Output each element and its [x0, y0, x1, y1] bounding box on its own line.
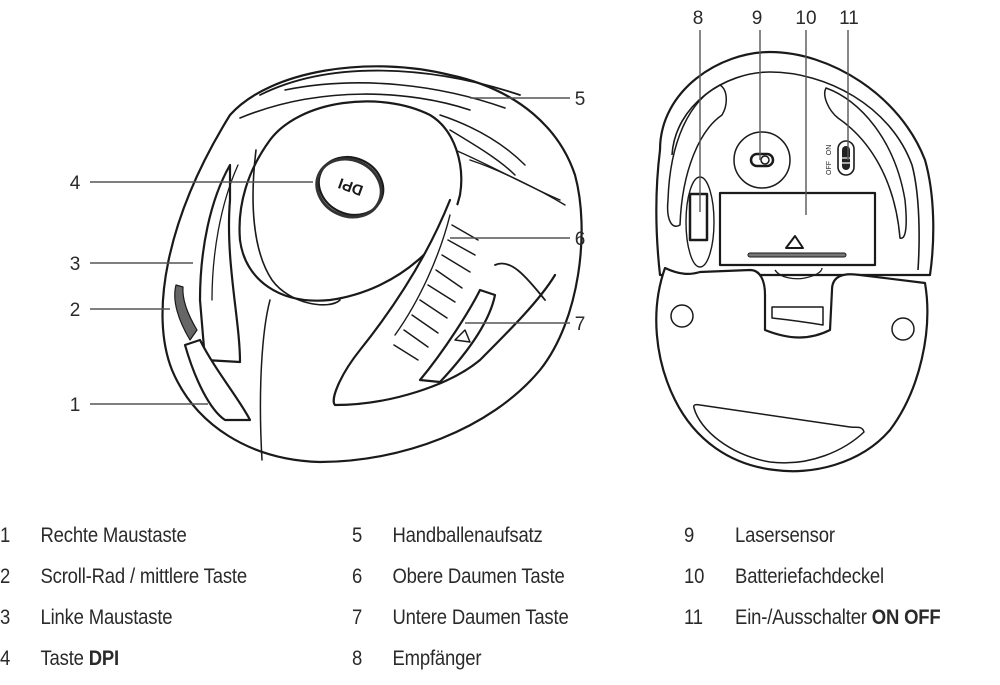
legend-label: Taste: [40, 646, 89, 670]
callout-8: 8: [693, 8, 704, 29]
legend-label: Scroll-Rad / mittlere Taste: [40, 564, 247, 588]
legend-number: 4: [0, 646, 11, 670]
legend-column-2: 5 Handballenaufsatz 6 Obere Daumen Taste 7…: [352, 515, 598, 679]
callout-6: 6: [575, 229, 586, 250]
legend-number: 6: [352, 564, 363, 588]
legend-column-3: 9 Lasersensor 10 Batteriefachdeckel 11 Ein-…: [684, 515, 975, 638]
legend-label: Empfänger: [392, 646, 482, 670]
legend-label: Handballenaufsatz: [392, 523, 543, 547]
legend-item: 10 Batteriefachdeckel: [684, 556, 940, 597]
legend-item: 4 Taste DPI: [0, 638, 247, 679]
legend-number: 11: [684, 605, 703, 629]
right-callouts: 8 9 10 11: [693, 8, 859, 29]
legend-item: 3 Linke Maustaste: [0, 597, 247, 638]
legend-item: 7 Untere Daumen Taste: [352, 597, 569, 638]
legend-item: 5 Handballenaufsatz: [352, 515, 569, 556]
legend-label: Obere Daumen Taste: [392, 564, 565, 588]
mouse-bottom-view: ON OFF: [655, 50, 935, 473]
legend-number: 9: [684, 523, 695, 547]
legend-item: 6 Obere Daumen Taste: [352, 556, 569, 597]
callout-11: 11: [839, 8, 859, 29]
legend-item: 8 Empfänger: [352, 638, 569, 679]
legend-item: 9 Lasersensor: [684, 515, 940, 556]
switch-on-label: ON: [826, 145, 833, 156]
mouse-diagram: DPI 1 2 3 4 5: [70, 8, 935, 473]
left-callouts: 1 2 3 4 5 6 7: [70, 89, 586, 416]
legend-number: 1: [0, 523, 11, 547]
legend-label: Ein-/Ausschalter: [735, 605, 872, 629]
callout-4: 4: [70, 173, 81, 194]
legend-item: 1 Rechte Maustaste: [0, 515, 247, 556]
right-leader-lines: [699, 30, 849, 215]
legend-label: Lasersensor: [735, 523, 835, 547]
legend-number: 8: [352, 646, 363, 670]
legend-label: Linke Maustaste: [40, 605, 173, 629]
callout-2: 2: [70, 300, 81, 321]
legend-item: 2 Scroll-Rad / mittlere Taste: [0, 556, 247, 597]
callout-9: 9: [752, 8, 763, 29]
legend-label-bold: DPI: [88, 646, 120, 670]
callout-1: 1: [70, 395, 81, 416]
switch-off-label: OFF: [826, 161, 833, 175]
legend-column-1: 1 Rechte Maustaste 2 Scroll-Rad / mittlere…: [0, 515, 281, 679]
callout-3: 3: [70, 254, 81, 275]
legend-number: 2: [0, 564, 11, 588]
callout-5: 5: [575, 89, 586, 110]
left-leader-lines: [90, 97, 570, 405]
legend-item: 11 Ein-/Ausschalter ON OFF: [684, 597, 941, 638]
legend-number: 3: [0, 605, 11, 629]
legend-label-bold: ON OFF: [871, 605, 941, 629]
legend-label: Untere Daumen Taste: [392, 605, 569, 629]
callout-10: 10: [795, 8, 816, 29]
mouse-side-view: DPI: [161, 65, 583, 464]
legend-number: 7: [352, 605, 363, 629]
legend-number: 5: [352, 523, 363, 547]
legend-label: Batteriefachdeckel: [735, 564, 884, 588]
parts-legend: 1 Rechte Maustaste 2 Scroll-Rad / mittlere…: [0, 515, 1000, 685]
legend-number: 10: [684, 564, 705, 588]
callout-7: 7: [575, 314, 586, 335]
legend-label: Rechte Maustaste: [40, 523, 187, 547]
